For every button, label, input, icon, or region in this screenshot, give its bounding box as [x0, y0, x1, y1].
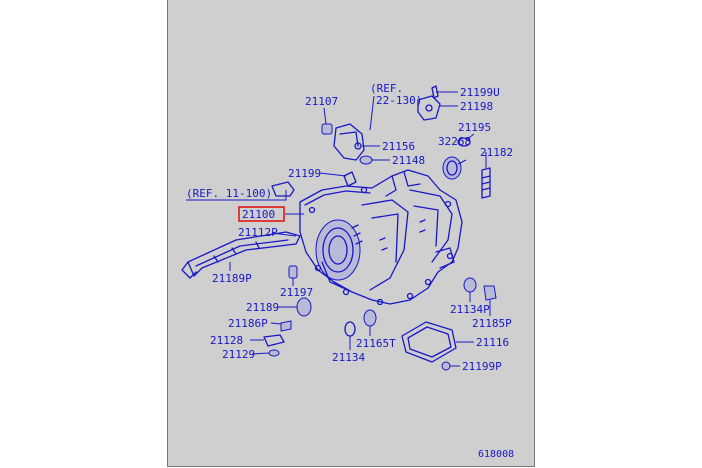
bolt-21199	[343, 171, 357, 187]
clip-21156	[354, 142, 362, 150]
pin-21182	[481, 167, 491, 199]
label-21186p: 21186P	[228, 317, 268, 330]
bolt-21199p	[441, 361, 451, 371]
part-21165t	[363, 309, 377, 327]
plug-21185p	[483, 285, 497, 301]
label-21199p: 21199P	[462, 360, 502, 373]
cap-21197	[288, 265, 298, 279]
highlight-box-21100	[238, 206, 285, 222]
transaxle-case	[299, 169, 463, 306]
label-32268: 32268	[438, 135, 471, 148]
label-21129: 21129	[222, 348, 255, 361]
ref-11-100-label: (REF. 11-100)	[186, 187, 272, 200]
label-21197: 21197	[280, 286, 313, 299]
label-21189: 21189	[246, 301, 279, 314]
label-21148: 21148	[392, 154, 425, 167]
label-21116: 21116	[476, 336, 509, 349]
oil-seal-32268	[442, 137, 471, 180]
label-21107: 21107	[305, 95, 338, 108]
bracket-21107	[321, 123, 365, 161]
label-21182: 21182	[480, 146, 513, 159]
seal-21134	[344, 321, 356, 337]
ref-bracket	[271, 181, 295, 197]
part-21186p	[280, 320, 292, 332]
label-21198: 21198	[460, 100, 493, 113]
seal-21189	[296, 297, 312, 317]
label-21128: 21128	[210, 334, 243, 347]
seal-21134p	[463, 277, 477, 293]
label-21199: 21199	[288, 167, 321, 180]
label-21199u: 21199U	[460, 86, 500, 99]
bracket-21198	[417, 85, 441, 121]
reference-labels: (REF. 22-130) (REF. 11-100)	[186, 82, 422, 200]
label-21134: 21134	[332, 351, 365, 364]
label-21185p: 21185P	[472, 317, 512, 330]
figure-id: 618008	[478, 449, 514, 460]
leader-lines	[186, 91, 491, 367]
label-21165t: 21165T	[356, 337, 396, 350]
part-21129	[268, 349, 280, 357]
rod-assembly-21189p	[181, 231, 301, 279]
part-21128	[263, 334, 285, 347]
label-21189p: 21189P	[212, 272, 252, 285]
ref-22-130-line2: 22-130)	[376, 94, 422, 107]
label-21100: 21100	[242, 208, 275, 221]
cover-21116	[401, 321, 457, 363]
label-21134p: 21134P	[450, 303, 490, 316]
label-21195: 21195	[458, 121, 491, 134]
label-21156: 21156	[382, 140, 415, 153]
part-number-labels: 21107 21199U 21198 21195 32268 21182 211…	[210, 86, 513, 373]
label-21112p: 21112P	[238, 226, 278, 239]
ref-22-130-line1: (REF.	[370, 82, 403, 95]
plug-21148	[359, 155, 373, 165]
